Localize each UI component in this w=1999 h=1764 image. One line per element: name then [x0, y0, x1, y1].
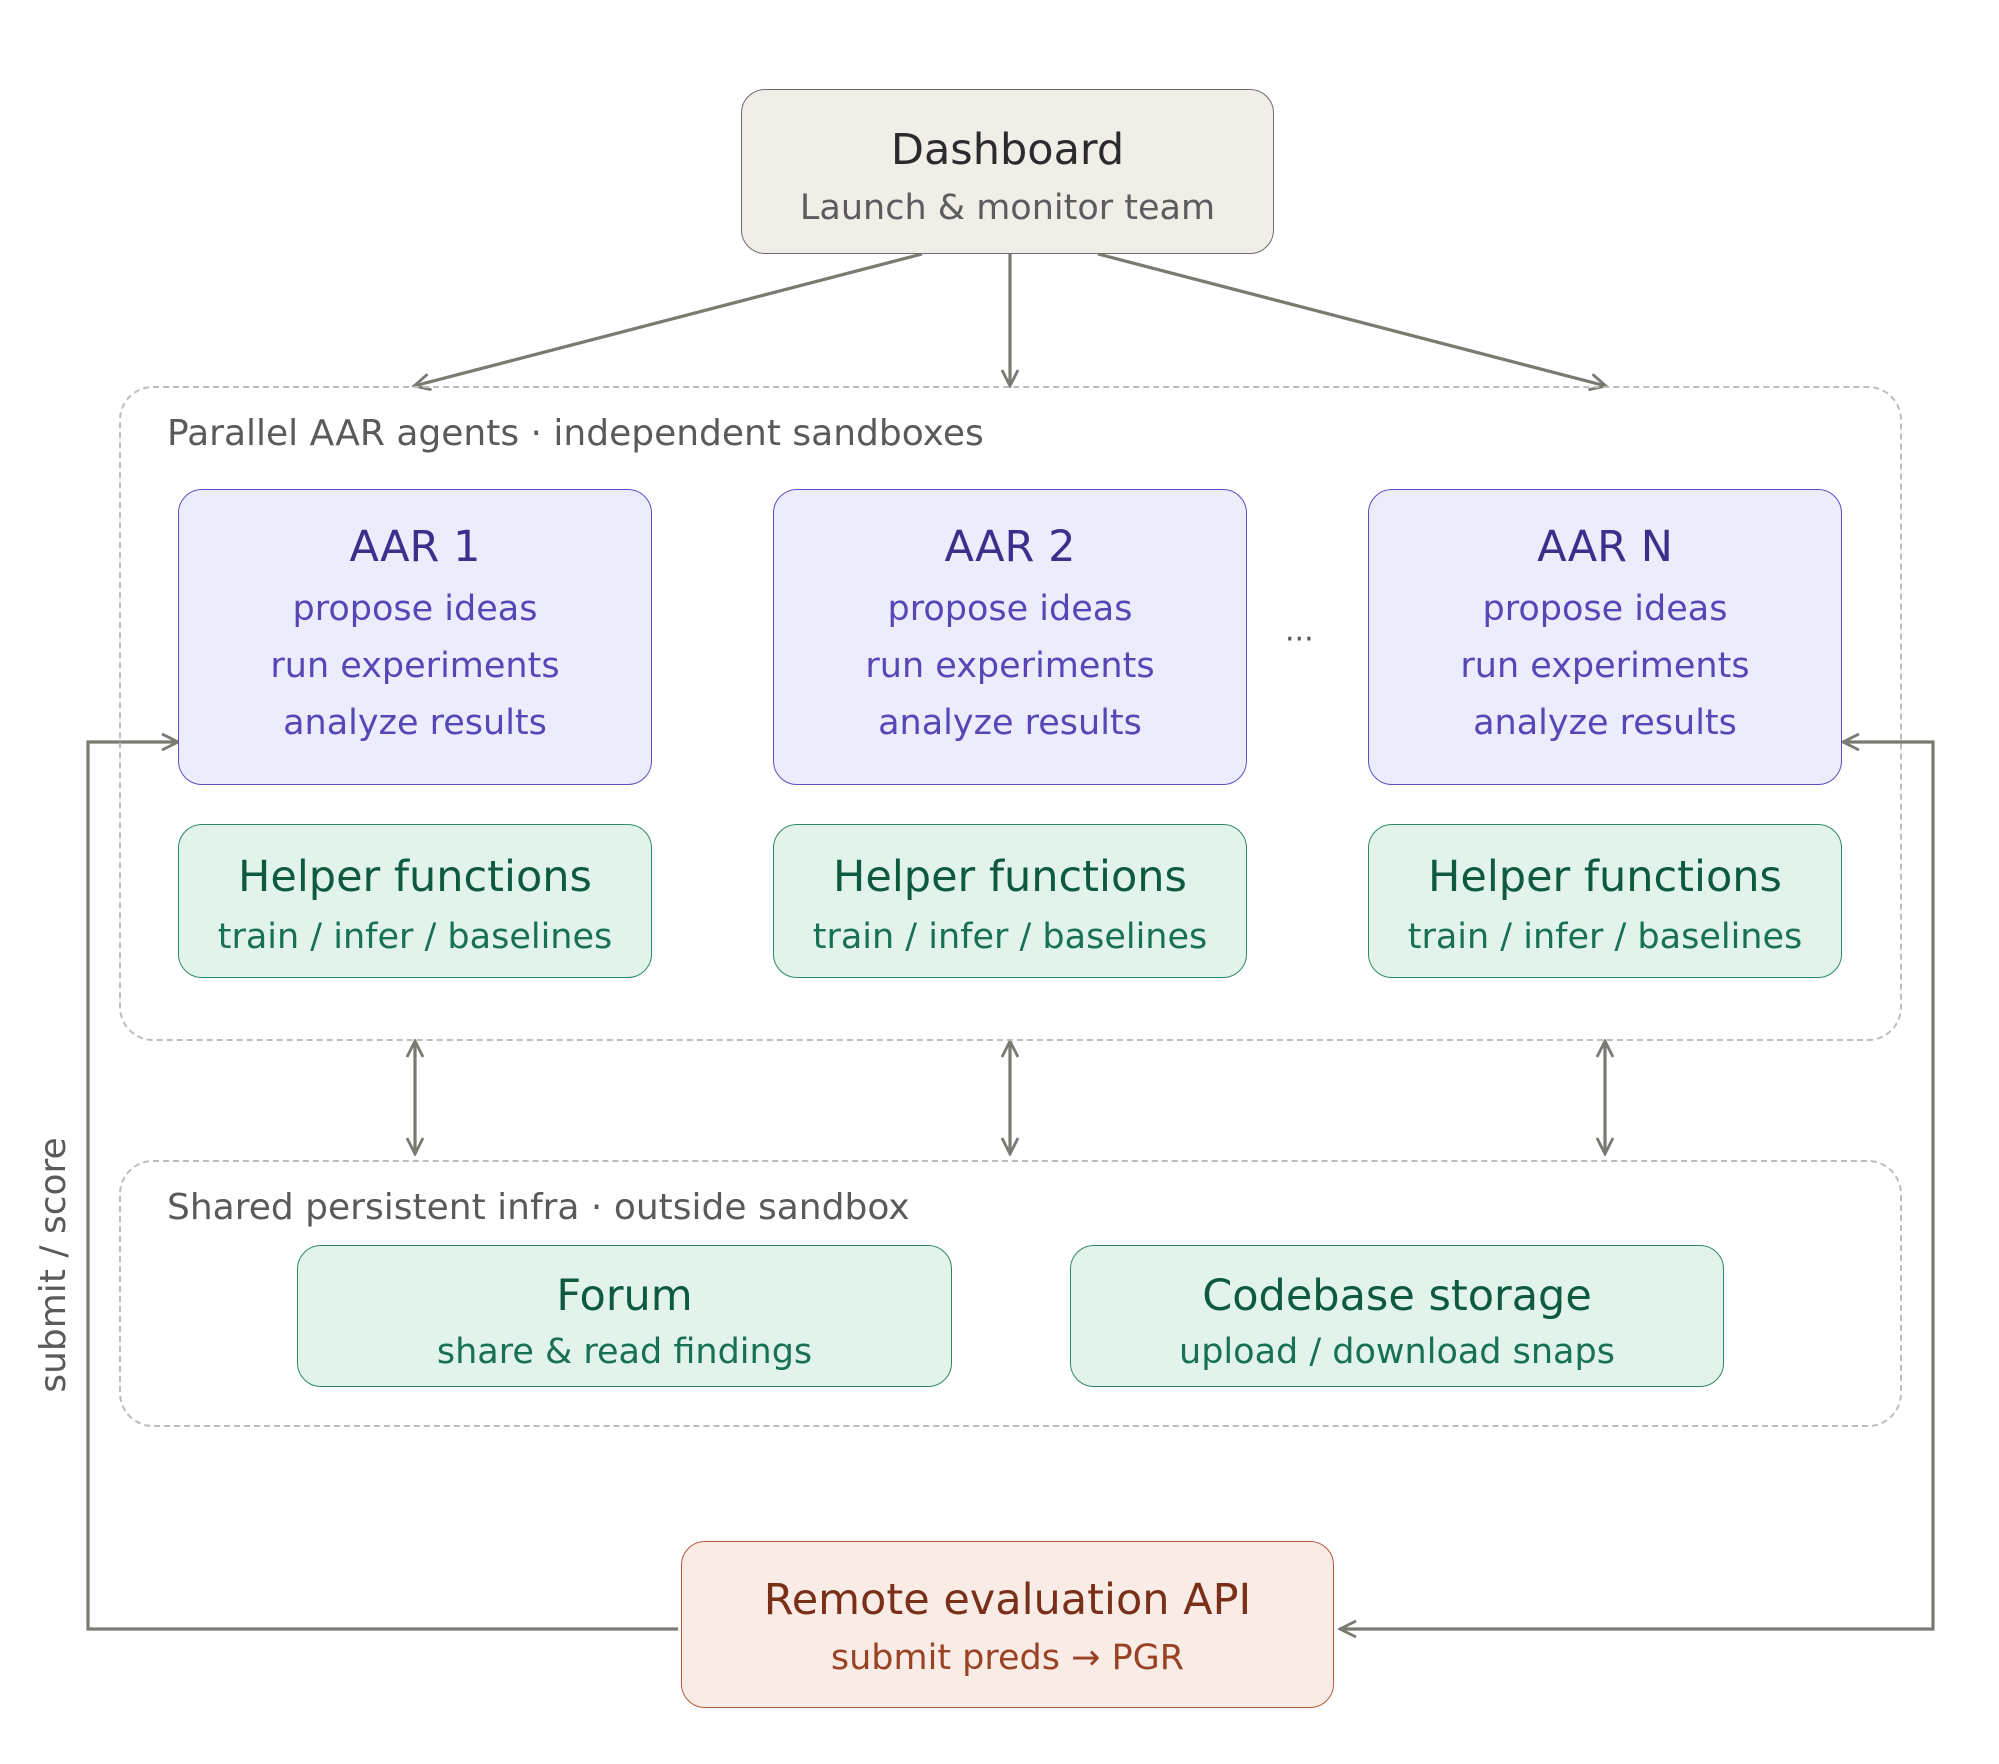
dashboard-title: Dashboard	[890, 125, 1125, 175]
helper-3-node: Helper functions train / infer / baselin…	[1368, 824, 1842, 978]
aar-n-node: AAR N propose ideas run experiments anal…	[1368, 489, 1842, 785]
helper-2-node: Helper functions train / infer / baselin…	[773, 824, 1247, 978]
aar-n-title: AAR N	[1537, 522, 1673, 572]
codebase-subtitle: upload / download snaps	[1179, 1332, 1615, 1372]
dashboard-subtitle: Launch & monitor team	[799, 188, 1216, 228]
helper-2-title: Helper functions	[833, 852, 1187, 902]
more-agents-ellipsis: ···	[1285, 622, 1314, 657]
aar-1-node: AAR 1 propose ideas run experiments anal…	[178, 489, 652, 785]
aar-n-line-2: run experiments	[1460, 646, 1750, 686]
evaluation-subtitle: submit preds → PGR	[830, 1638, 1185, 1678]
arrow-dashboard-to-aarn	[1097, 252, 1606, 386]
aar-1-line-1: propose ideas	[292, 589, 538, 629]
aar-2-line-1: propose ideas	[887, 589, 1133, 629]
evaluation-title: Remote evaluation API	[763, 1575, 1252, 1625]
infra-group-label: Shared persistent infra · outside sandbo…	[167, 1187, 910, 1228]
aar-2-line-3: analyze results	[878, 703, 1142, 743]
aar-1-line-2: run experiments	[270, 646, 560, 686]
helper-1-subtitle: train / infer / baselines	[217, 917, 613, 957]
aar-1-line-3: analyze results	[283, 703, 547, 743]
dashboard-node: Dashboard Launch & monitor team	[741, 89, 1274, 254]
remote-evaluation-api-node: Remote evaluation API submit preds → PGR	[681, 1541, 1334, 1708]
helper-3-subtitle: train / infer / baselines	[1407, 917, 1803, 957]
arrow-eval-to-aar1	[86, 742, 678, 1631]
aar-2-node: AAR 2 propose ideas run experiments anal…	[773, 489, 1247, 785]
forum-title: Forum	[556, 1271, 693, 1321]
aar-2-title: AAR 2	[944, 522, 1076, 572]
helper-2-subtitle: train / infer / baselines	[812, 917, 1208, 957]
helper-3-title: Helper functions	[1428, 852, 1782, 902]
infra-group	[119, 1160, 1902, 1427]
codebase-storage-node: Codebase storage upload / download snaps	[1070, 1245, 1724, 1387]
arrow-dashboard-to-aar1	[414, 252, 923, 386]
arrow-eval-to-aarn	[1340, 742, 1935, 1629]
agents-group-label: Parallel AAR agents · independent sandbo…	[167, 413, 984, 454]
helper-1-title: Helper functions	[238, 852, 592, 902]
aar-n-line-3: analyze results	[1473, 703, 1737, 743]
aar-1-title: AAR 1	[349, 522, 481, 572]
aar-n-line-1: propose ideas	[1482, 589, 1728, 629]
agents-group	[119, 386, 1902, 1041]
forum-subtitle: share & read findings	[436, 1332, 813, 1372]
aar-2-line-2: run experiments	[865, 646, 1155, 686]
helper-1-node: Helper functions train / infer / baselin…	[178, 824, 652, 978]
codebase-title: Codebase storage	[1202, 1271, 1592, 1321]
submit-score-label: submit / score	[33, 1137, 74, 1393]
forum-node: Forum share & read findings	[297, 1245, 952, 1387]
